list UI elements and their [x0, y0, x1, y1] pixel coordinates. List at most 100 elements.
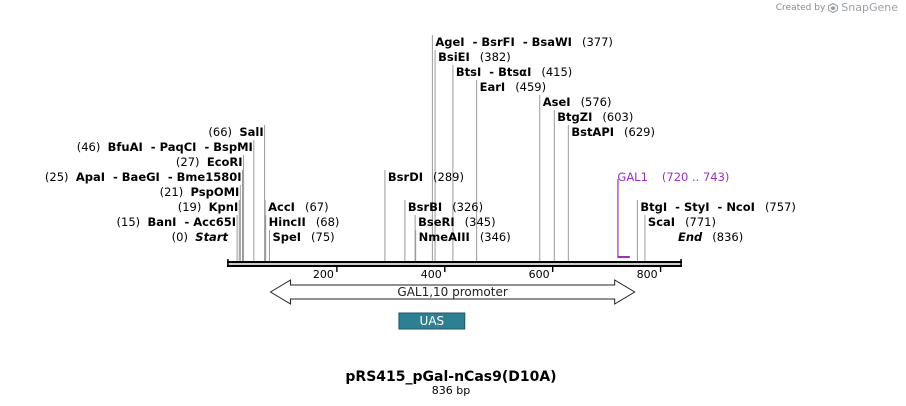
- site-position: (345): [465, 215, 496, 229]
- site-label: BseRI(345): [418, 215, 495, 229]
- site-position: (25): [45, 170, 69, 184]
- site-name-separator: -: [667, 200, 684, 214]
- site-enzyme-name: BstAPI: [571, 125, 614, 139]
- site-position: (67): [305, 200, 329, 214]
- dna-backbone-top-strand: [227, 261, 682, 264]
- site-nmeaiii[interactable]: NmeAIII(346): [419, 230, 511, 244]
- site-gap: [200, 155, 207, 169]
- site-sali[interactable]: (66) SalI: [208, 125, 263, 139]
- site-spei[interactable]: SpeI(75): [272, 230, 334, 244]
- site-bsiei[interactable]: BsiEI(382): [438, 50, 511, 64]
- site-position: (19): [178, 200, 202, 214]
- site-position: (771): [685, 215, 716, 229]
- site-btgi-styi-ncoi[interactable]: BtgI - StyI - NcoI(757): [640, 200, 796, 214]
- site-btsi-bts-i[interactable]: BtsI - BtsαI(415): [456, 65, 572, 79]
- site-name-separator: -: [465, 35, 482, 49]
- plasmid-name: pRS415_pGal-nCas9(D10A): [345, 369, 556, 385]
- site-acci[interactable]: AccI(67): [268, 200, 328, 214]
- site-end[interactable]: End(836): [678, 230, 743, 244]
- site-label: (15) BanI - Acc65I: [117, 215, 237, 229]
- site-gap: [201, 200, 208, 214]
- site-bsrdi[interactable]: BsrDI(289): [388, 170, 464, 184]
- primer-range: (720 .. 743): [662, 170, 730, 184]
- site-position: (21): [160, 185, 184, 199]
- site-enzyme-name: BtgI: [640, 200, 667, 214]
- feature-box: [398, 312, 466, 330]
- site-label: BtgI - StyI - NcoI(757): [640, 200, 796, 214]
- site-enzyme-name: EcoRI: [207, 155, 243, 169]
- site-label: SpeI(75): [272, 230, 334, 244]
- site-btgzi[interactable]: BtgZI(603): [557, 110, 633, 124]
- site-name-separator: -: [143, 140, 160, 154]
- site-enzyme-name: NmeAIII: [419, 230, 470, 244]
- site-bsrbi[interactable]: BsrBI(326): [408, 200, 483, 214]
- site-name-separator: -: [710, 200, 727, 214]
- site-enzyme-name: BsrFI: [481, 35, 514, 49]
- site-position: (576): [581, 95, 612, 109]
- site-label: BtgZI(603): [557, 110, 633, 124]
- site-enzyme-name: BaeGI: [122, 170, 160, 184]
- site-name-separator: -: [515, 35, 532, 49]
- feature-gal1-10-promoter[interactable]: GAL1,10 promoter: [269, 279, 636, 305]
- plasmid-length: 836 bp: [432, 384, 470, 397]
- site-agei-bsrfi-bsawi[interactable]: AgeI - BsrFI - BsaWI(377): [435, 35, 613, 49]
- site-name-separator: -: [176, 215, 193, 229]
- site-eari[interactable]: EarI(459): [480, 80, 547, 94]
- ruler-tick-label: 800: [637, 268, 658, 281]
- site-ecori[interactable]: (27) EcoRI: [176, 155, 243, 169]
- site-position: (0): [172, 230, 188, 244]
- site-label: (66) SalI: [208, 125, 263, 139]
- site-enzyme-name: BsrDI: [388, 170, 423, 184]
- site-position: (629): [624, 125, 655, 139]
- site-hincii[interactable]: HincII(68): [269, 215, 340, 229]
- site-label: BstAPI (629): [571, 125, 655, 139]
- site-position: (75): [311, 230, 335, 244]
- primer-bar[interactable]: [617, 256, 630, 258]
- site-enzyme-name: End: [678, 230, 703, 244]
- primer-label: GAL1(720 .. 743): [617, 170, 729, 184]
- site-kpni[interactable]: (19) KpnI: [178, 200, 239, 214]
- site-asei[interactable]: AseI (576): [543, 95, 612, 109]
- site-leader-lines: [236, 35, 646, 261]
- site-gap: [100, 140, 107, 154]
- site-enzyme-name: ApaI: [76, 170, 105, 184]
- site-name-separator: -: [160, 170, 177, 184]
- site-label: (0) Start: [172, 230, 229, 244]
- site-enzyme-name: HincII: [269, 215, 306, 229]
- site-labels: (0) Start(15) BanI - Acc65I(19) KpnI(21)…: [45, 35, 796, 244]
- site-scai[interactable]: ScaI (771): [648, 215, 716, 229]
- site-position: (46): [77, 140, 101, 154]
- site-start[interactable]: (0) Start: [172, 230, 229, 244]
- site-enzyme-name: NcoI: [726, 200, 755, 214]
- primer-gal1[interactable]: GAL1(720 .. 743): [617, 170, 729, 258]
- site-label: (27) EcoRI: [176, 155, 243, 169]
- site-enzyme-name: AseI: [543, 95, 571, 109]
- site-gap: [183, 185, 190, 199]
- site-label: (25) ApaI - BaeGI - Bme1580I: [45, 170, 242, 184]
- site-label: BsrBI(326): [408, 200, 483, 214]
- feature-uas[interactable]: UAS: [398, 312, 466, 330]
- site-name-separator: -: [105, 170, 122, 184]
- site-apai-baegi-bme1580i[interactable]: (25) ApaI - BaeGI - Bme1580I: [45, 170, 242, 184]
- site-enzyme-name: ScaI: [648, 215, 675, 229]
- brand-name: SnapGene: [841, 1, 898, 14]
- site-label: AgeI - BsrFI - BsaWI(377): [435, 35, 613, 49]
- site-position: (382): [480, 50, 511, 64]
- site-gap: [188, 230, 195, 244]
- site-bani-acc65i[interactable]: (15) BanI - Acc65I: [117, 215, 237, 229]
- ruler-tick-label: 600: [529, 268, 550, 281]
- site-position: (15): [117, 215, 141, 229]
- site-bstapi[interactable]: BstAPI (629): [571, 125, 655, 139]
- site-enzyme-name: SalI: [239, 125, 263, 139]
- site-bseri[interactable]: BseRI(345): [418, 215, 495, 229]
- site-position: (459): [515, 80, 546, 94]
- site-position: (377): [582, 35, 613, 49]
- site-pspomi[interactable]: (21) PspOMI: [160, 185, 240, 199]
- site-bfuai-paqci-bspmi[interactable]: (46) BfuAI - PaqCI - BspMI: [77, 140, 253, 154]
- feature-arrow-shape: [269, 279, 636, 305]
- site-enzyme-name: BanI: [147, 215, 176, 229]
- ruler-tick-label: 400: [421, 268, 442, 281]
- site-gap: [140, 215, 147, 229]
